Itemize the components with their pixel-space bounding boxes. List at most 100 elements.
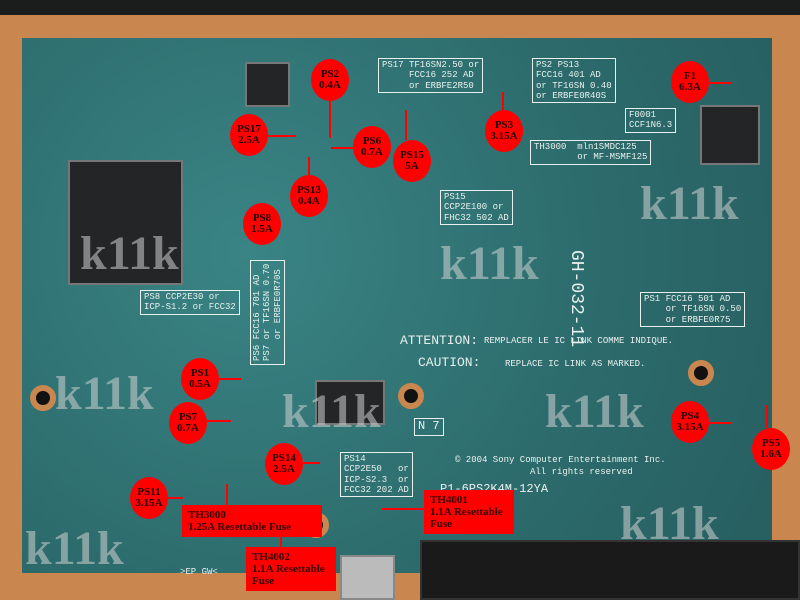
pcb-surface — [22, 38, 772, 573]
arrow-ps2 — [329, 100, 331, 138]
fuse-id: PS2 — [320, 68, 340, 80]
fuse-rating: 2.5A — [238, 134, 260, 146]
watermark: k11k — [620, 497, 719, 550]
fuse-rating: 1.5A — [251, 223, 273, 235]
ep-gw-label: >EP GW< — [180, 567, 218, 577]
fuse-id: TH4001 — [430, 494, 468, 506]
arrow-ps11 — [168, 497, 183, 499]
fuse-id: PS3 — [494, 119, 514, 131]
mount-hole — [398, 383, 424, 409]
fuse-rating: 3.15A — [490, 130, 518, 142]
usb-port — [340, 555, 395, 600]
fuse-rating: 3.15A — [135, 497, 163, 509]
arrow-ps7 — [207, 420, 231, 422]
fuse-id: PS17 — [237, 123, 261, 135]
fuse-id: PS11 — [137, 486, 161, 498]
arrow-ps6 — [331, 147, 355, 149]
silk-box-f0001: F0001 CCF1N6.3 — [625, 108, 677, 133]
fuse-rating: 0.4A — [298, 195, 320, 207]
fuse-id: PS14 — [272, 452, 296, 464]
arrow-ps13 — [308, 157, 310, 177]
fuse-id: PS6 — [362, 135, 382, 147]
watermark: k11k — [282, 385, 381, 438]
rights: All rights reserved — [530, 467, 633, 477]
silk-box-ps8: PS8 CCP2E30 or ICP-S1.2 or FCC32 — [140, 290, 240, 315]
arrow-ps4 — [709, 422, 731, 424]
arrow-ps5 — [766, 405, 768, 428]
watermark: k11k — [640, 177, 739, 230]
fuse-desc: 1.1A Resettable Fuse — [252, 563, 325, 587]
fuse-id: PS5 — [761, 437, 781, 449]
fuse-id: PS7 — [178, 411, 198, 423]
arrow-f1 — [709, 82, 731, 84]
fuse-id: F1 — [683, 70, 697, 82]
fuse-rating: 3.15A — [676, 421, 704, 433]
connector — [420, 540, 800, 600]
fuse-id: PS13 — [297, 184, 321, 196]
watermark: k11k — [25, 522, 124, 575]
fuse-id: PS1 — [190, 367, 210, 379]
chip — [700, 105, 760, 165]
mount-hole — [30, 385, 56, 411]
arrow-ps17 — [268, 135, 296, 137]
n7-label: N 7 — [414, 418, 444, 436]
fuse-id: TH3000 — [188, 509, 226, 521]
silk-box-ps6: PS6 FCC16 701 AD PS7 or TF16SN 0.70 or E… — [250, 259, 286, 365]
silk-box-ps1: PS1 FCC16 501 AD or TF16SN 0.50 or ERBFE… — [640, 292, 746, 328]
main-cpu-chip — [68, 160, 183, 285]
fuse-id: PS4 — [680, 410, 700, 422]
fuse-id: PS8 — [252, 212, 272, 224]
arrow-th4001 — [382, 508, 424, 510]
fuse-rating: 1.6A — [760, 448, 782, 460]
silk-box-ps2: PS2 PS13 FCC16 401 AD or TF16SN 0.40 or … — [532, 58, 616, 104]
fuse-rating: 6.3A — [679, 81, 701, 93]
arrow-ps1 — [219, 378, 241, 380]
fuse-id: PS15 — [400, 149, 424, 161]
caution-text: REPLACE IC LINK AS MARKED. — [505, 359, 646, 369]
silk-box-th3000: TH3000 mln1SMDC125 or MF-MSMF125 — [530, 140, 652, 165]
silk-box-ps15: PS15 CCP2E100 or FHC32 502 AD — [440, 190, 513, 226]
memory-chip — [315, 380, 385, 425]
fuse-desc: 1.1A Resettable Fuse — [430, 506, 503, 530]
arrow-ps15 — [405, 110, 407, 140]
fuse-rating: 0.5A — [189, 378, 211, 390]
mount-hole — [688, 360, 714, 386]
fuse-rating: 0.4A — [319, 79, 341, 91]
fuse-rating: 0.7A — [361, 146, 383, 158]
arrow-ps14 — [303, 462, 320, 464]
fuse-rating: 2.5A — [273, 463, 295, 475]
attention-text: REMPLACER LE IC LINK COMME INDIQUE. — [484, 336, 674, 346]
fuse-id: TH4002 — [252, 551, 290, 563]
watermark: k11k — [440, 237, 539, 290]
copyright: © 2004 Sony Computer Entertainment Inc. — [455, 455, 666, 465]
fuse-rating: 0.7A — [177, 422, 199, 434]
arrow-th3000 — [226, 484, 228, 505]
arrow-ps3 — [502, 92, 504, 112]
silk-box-ps14: PS14 CCP2E50 or ICP-S2.3 or FCC32 202 AD — [340, 452, 413, 498]
caution-label: CAUTION: — [418, 355, 481, 370]
silk-box-ps17: PS17 TF16SN2.50 or FCC16 252 AD or ERBFE… — [378, 58, 484, 94]
watermark: k11k — [80, 227, 179, 280]
watermark: k11k — [545, 385, 644, 438]
chip — [245, 62, 290, 107]
fuse-desc: 1.25A Resettable Fuse — [188, 521, 291, 533]
watermark: k11k — [55, 367, 154, 420]
